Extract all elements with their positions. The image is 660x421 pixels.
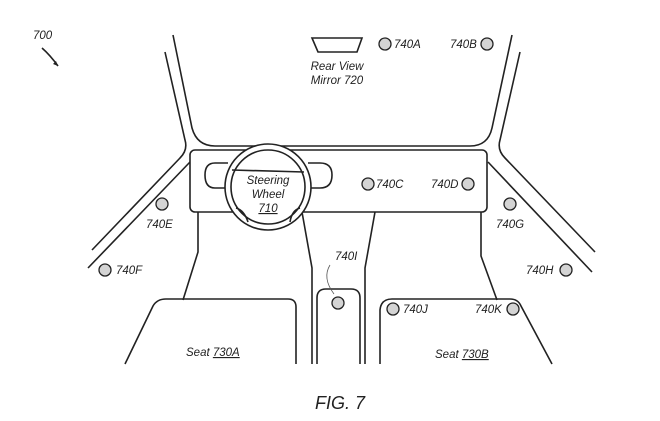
sensor-740a xyxy=(378,37,392,51)
seat-730b xyxy=(379,298,553,365)
sensor-740b xyxy=(480,37,494,51)
right-pillar-outer xyxy=(498,51,596,253)
seat-b-label: Seat 730B xyxy=(435,349,489,361)
sensor-740i xyxy=(331,296,345,310)
sensor-740f xyxy=(98,263,112,277)
instrument-pod-right xyxy=(308,162,333,189)
center-armrest xyxy=(316,288,361,364)
seat-a-label: Seat 730A xyxy=(186,347,240,359)
left-footwell-line xyxy=(182,212,199,301)
instrument-pod-left xyxy=(204,162,228,189)
sensor-740k-label: 740K xyxy=(475,304,503,316)
right-footwell-line xyxy=(480,212,498,301)
sensor-740e-label: 740E xyxy=(146,219,173,231)
sensor-740k xyxy=(506,302,520,316)
figure-ref: 700 xyxy=(33,30,53,42)
sensor-740d xyxy=(461,177,475,191)
left-pillar-outer xyxy=(91,51,187,251)
left-pillar-inner xyxy=(87,161,191,269)
sensor-740e xyxy=(155,197,169,211)
sensor-740g-label: 740G xyxy=(496,219,524,231)
steering-ref: 710 xyxy=(258,203,278,215)
right-pillar-inner xyxy=(487,161,593,273)
steering-wheel-spokes xyxy=(231,169,305,223)
sensor-740c xyxy=(361,177,375,191)
sensor-740b-label: 740B xyxy=(450,39,477,51)
dashboard xyxy=(189,149,488,213)
figure-caption: FIG. 7 xyxy=(315,393,366,413)
sensor-740a-label: 740A xyxy=(394,39,421,51)
windshield-outline xyxy=(172,34,513,147)
sensor-740i-leader xyxy=(326,264,335,295)
mirror-label-2: Mirror 720 xyxy=(311,75,364,87)
steering-wheel-outer xyxy=(224,143,312,231)
steering-label-2: Wheel xyxy=(252,189,285,201)
seat-730a xyxy=(124,298,297,365)
sensor-740c-label: 740C xyxy=(376,179,404,191)
steering-label-1: Steering xyxy=(247,175,290,187)
arrowhead-icon xyxy=(53,61,58,66)
sensor-740d-label: 740D xyxy=(431,179,459,191)
steering-wheel-inner xyxy=(230,149,306,225)
sensor-740j-label: 740J xyxy=(403,304,428,316)
console-right-line xyxy=(364,211,376,364)
sensor-740f-label: 740F xyxy=(116,265,143,277)
sensor-740h-label: 740H xyxy=(526,265,554,277)
sensor-740i-label: 740I xyxy=(335,251,358,263)
console-left-line xyxy=(301,211,313,364)
mirror-label-1: Rear View xyxy=(311,61,365,73)
rear-view-mirror xyxy=(310,37,364,53)
sensor-740h xyxy=(559,263,573,277)
sensor-740g xyxy=(503,197,517,211)
sensor-740j xyxy=(386,302,400,316)
